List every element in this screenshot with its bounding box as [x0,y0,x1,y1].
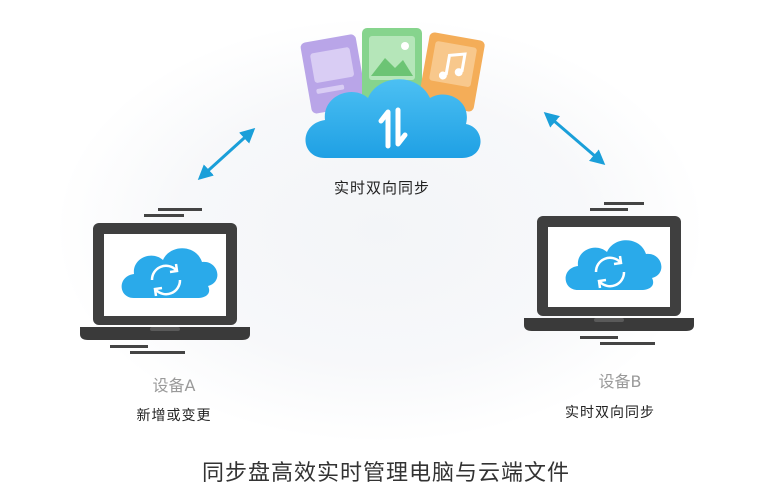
refresh-cloud-icon [565,240,662,290]
laptop-b [524,202,694,345]
music-file-icon [418,32,485,112]
laptop-a [80,208,250,354]
diagram-caption: 同步盘高效实时管理电脑与云端文件 [201,461,571,486]
refresh-cloud-icon [121,248,218,298]
device-b-status: 实时双向同步 [565,405,655,421]
device-a-name: 设备A [152,376,196,395]
device-b-name: 设备B [598,372,642,391]
device-a-status: 新增或变更 [136,408,212,424]
sync-arrows-cloud-icon [305,79,481,158]
center-sync-label: 实时双向同步 [333,179,431,197]
double-arrow-icon-right [543,112,606,165]
double-arrow-icon-left [197,127,256,181]
